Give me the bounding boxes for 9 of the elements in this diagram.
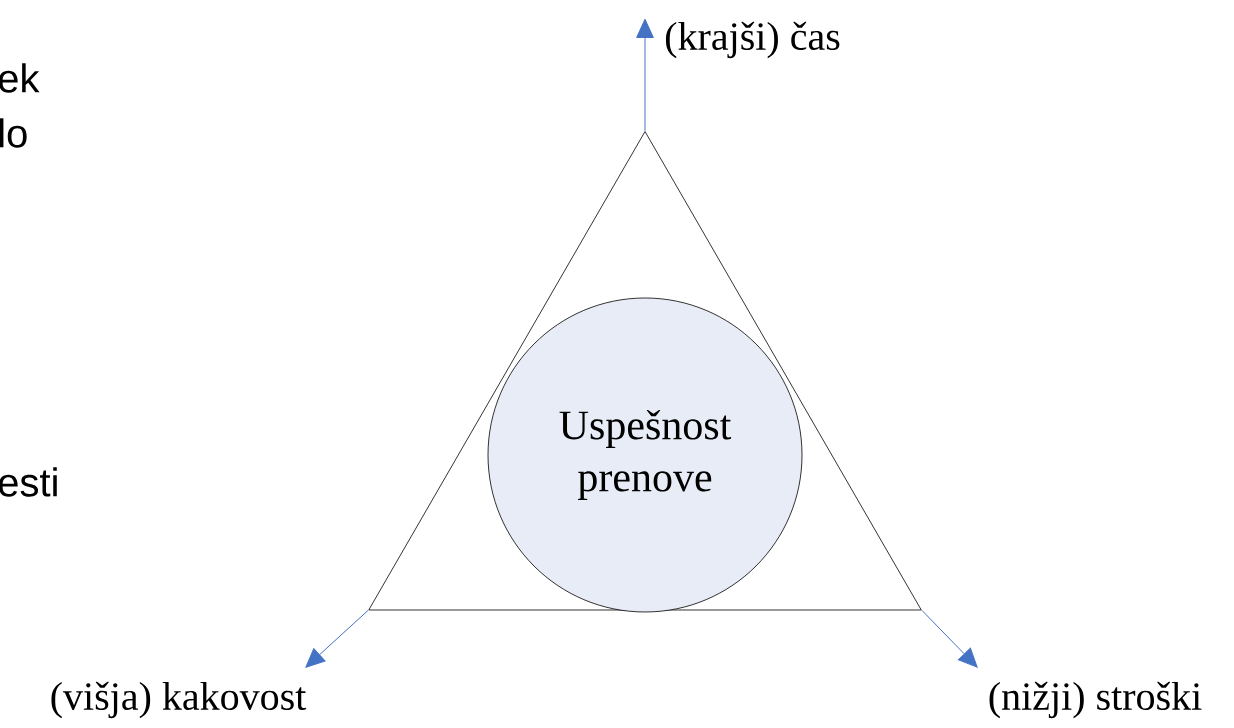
text-fragment: lo bbox=[0, 118, 27, 148]
axis-label: (višja) kakovost bbox=[51, 681, 307, 719]
arrow bbox=[636, 18, 654, 132]
circle-node: Uspešnost prenove bbox=[487, 297, 803, 613]
arrow bbox=[305, 609, 369, 668]
triangle-shape bbox=[368, 131, 922, 611]
arrow bbox=[921, 609, 978, 668]
axis-label: (krajši) čas bbox=[665, 21, 840, 59]
axis-label: (nižji) stroški bbox=[989, 681, 1202, 719]
